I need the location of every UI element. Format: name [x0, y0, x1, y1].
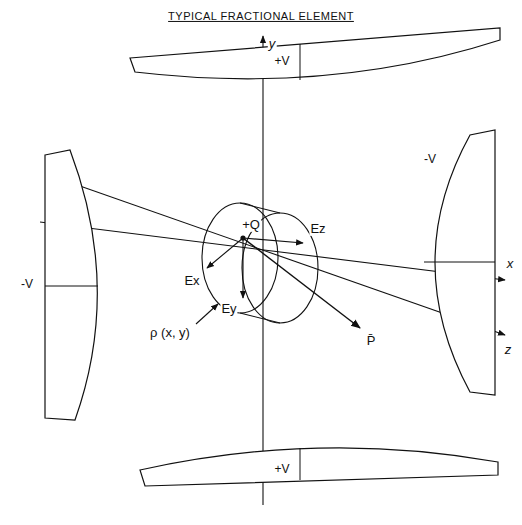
momentum-arrow: [243, 238, 360, 328]
field-z-arrow: [243, 238, 303, 243]
right-electrode: -V: [385, 125, 505, 400]
voltage-label: -V: [423, 153, 437, 166]
electrode-shape: [130, 28, 500, 79]
symbol-label: +Q: [241, 218, 261, 232]
symbol-label: ρ (x, y): [149, 326, 191, 340]
symbol-label: Ez: [309, 222, 326, 236]
charge-dot: [240, 235, 245, 240]
electrode-crest: [300, 44, 301, 80]
voltage-label: -V: [20, 278, 34, 291]
electrode-crest: [45, 286, 98, 287]
symbol-label: Ex: [183, 274, 200, 288]
symbol-label: Ey: [220, 302, 237, 316]
y-axis: [262, 36, 263, 505]
symbol-label: y: [268, 37, 277, 51]
beam-front-section: [242, 213, 318, 323]
diagram-title: TYPICAL FRACTIONAL ELEMENT: [167, 10, 355, 22]
electrode-shape: [45, 150, 97, 420]
symbol-label: z: [504, 343, 513, 357]
symbol-label: P̄: [366, 334, 377, 348]
beam-edge: [240, 203, 280, 213]
electrode-outline: [125, 22, 505, 88]
field-x-arrow: [207, 238, 243, 268]
symbol-label: x: [506, 257, 515, 271]
leader-line: [196, 304, 218, 324]
voltage-label: +V: [273, 55, 290, 68]
bottom-electrode: +V: [130, 430, 505, 492]
electrode-crest: [300, 448, 301, 480]
electrode-outline: [385, 125, 505, 400]
top-electrode: +V: [125, 22, 505, 88]
beam-edge: [240, 313, 280, 323]
electrode-outline: [130, 430, 505, 492]
field-y-arrow: [242, 238, 243, 298]
electrode-shape: [140, 448, 498, 486]
electrode-crest: [424, 262, 495, 263]
beam-rear-section: [202, 203, 278, 313]
left-electrode: -V: [12, 145, 122, 425]
voltage-label: +V: [273, 463, 290, 476]
